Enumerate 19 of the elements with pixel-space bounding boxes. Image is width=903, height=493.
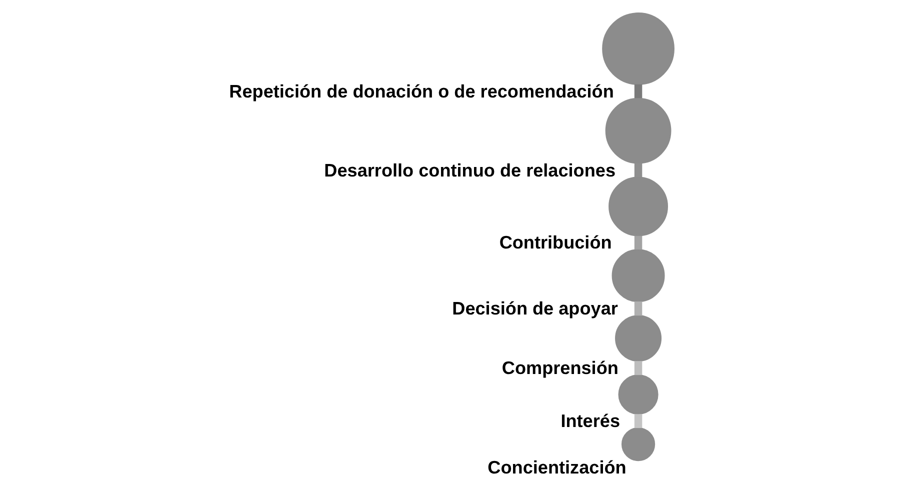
node-label: Desarrollo continuo de relaciones <box>324 160 616 180</box>
node-label: Contribución <box>499 232 612 253</box>
node-label: Concientización <box>488 458 626 478</box>
node-circle <box>602 12 674 85</box>
connector <box>634 236 642 250</box>
node-label: Comprensión <box>502 358 618 378</box>
connector <box>634 84 642 98</box>
connector <box>634 361 642 376</box>
node-label: Interés <box>560 411 620 432</box>
connector <box>634 301 642 316</box>
node-circle <box>608 176 668 236</box>
node-circle <box>612 249 665 302</box>
node-circle <box>618 374 658 415</box>
node-label: Repetición de donación o de recomendación <box>229 81 614 102</box>
node-circle <box>605 98 672 164</box>
node-label: Decisión de apoyar <box>452 298 618 319</box>
connector <box>634 163 642 178</box>
connector <box>634 414 642 428</box>
node-circle <box>621 427 656 462</box>
